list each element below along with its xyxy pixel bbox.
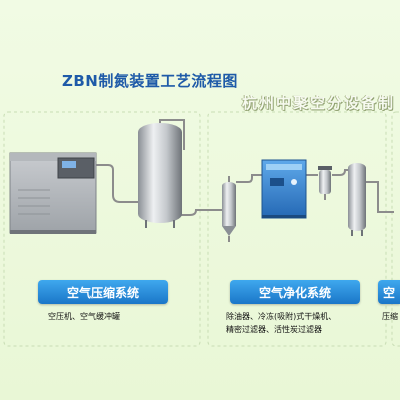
oil-separator-icon: [222, 176, 236, 242]
section-purification-desc-line2: 精密过滤器、活性炭过滤器: [226, 325, 322, 334]
diagram-title: ZBN制氮装置工艺流程图: [62, 72, 238, 90]
section-purification-desc-line1: 除油器、冷冻(吸附)式干燥机、: [226, 312, 337, 321]
section-purification-label: 空气净化系统: [230, 280, 360, 304]
pipe-separator-to-dryer: [236, 174, 262, 183]
pipe-tank-to-separator: [162, 209, 222, 216]
dryer-icon: [261, 159, 307, 219]
section-frames: [3, 111, 400, 347]
precision-filter-icon: [318, 166, 332, 200]
section-compression-label: 空气压缩系统: [38, 280, 168, 304]
pipe-carbon-out: [366, 181, 394, 213]
company-name: 杭州中聚空分设备制: [242, 94, 396, 112]
frame-purification: [207, 111, 387, 347]
section-compression-desc: 空压机、空气缓冲罐: [48, 312, 120, 321]
frame-compression: [3, 111, 201, 347]
section-next-label: 空: [378, 280, 400, 304]
air-compressor-icon: [9, 152, 97, 234]
air-buffer-tank-icon: [138, 123, 182, 228]
pipe-filter-to-carbon: [332, 169, 348, 176]
carbon-filter-icon: [348, 163, 366, 236]
section-next-desc: 压缩: [382, 312, 398, 321]
pipe-compressor-to-tank: [92, 164, 140, 203]
